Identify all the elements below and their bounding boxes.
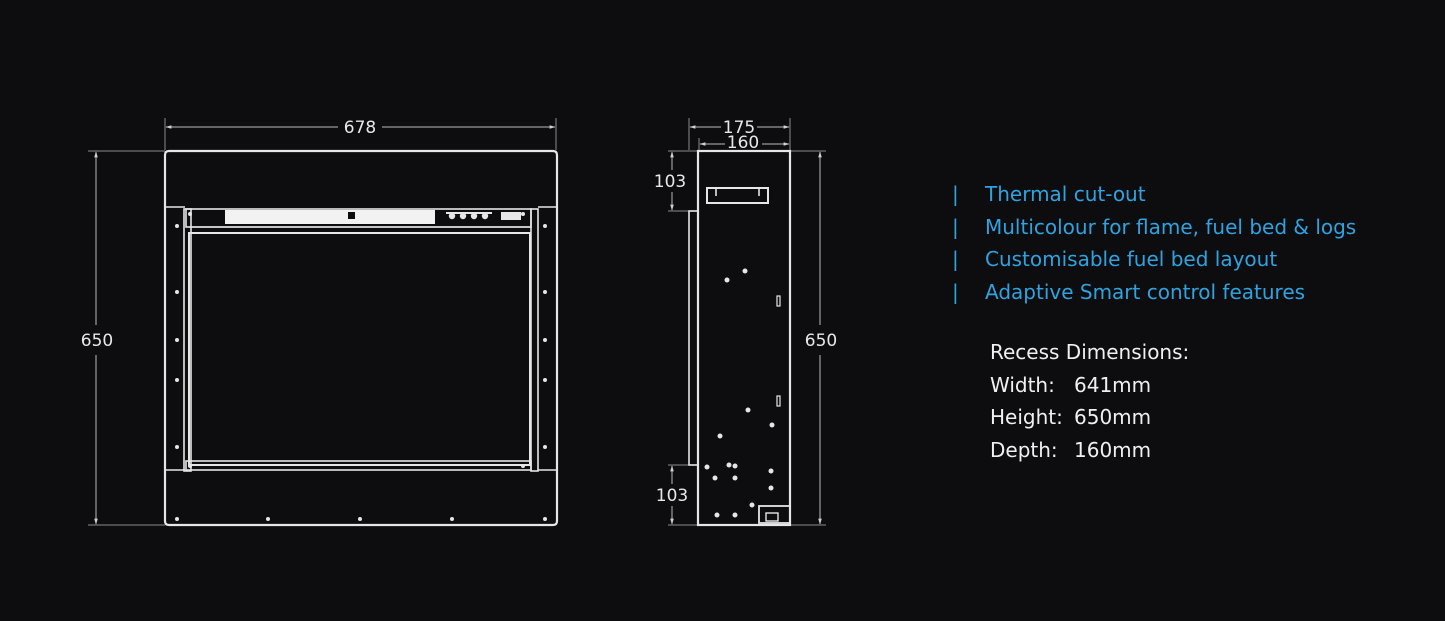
side-height-label: 650: [805, 331, 837, 351]
side-height-dimension: [790, 150, 826, 526]
side-top-offset-label: 103: [654, 172, 686, 192]
feature-bullet: |: [952, 280, 959, 305]
recess-heading: Recess Dimensions:: [990, 340, 1190, 364]
side-depth-dimensions: [688, 118, 791, 150]
side-front-flange: [688, 210, 699, 466]
front-outer-frame: [163, 149, 559, 527]
feature-text: Thermal cut-out: [985, 182, 1146, 206]
front-width-label: 678: [344, 118, 376, 138]
recess-value: 641mm: [1074, 372, 1152, 397]
recess-label: Width:: [990, 372, 1055, 397]
side-bottom-offset-label: 103: [656, 486, 688, 506]
feature-text: Multicolour for flame, fuel bed & logs: [985, 214, 1357, 239]
feature-bullet: |: [952, 247, 959, 272]
side-inner-depth-label: 160: [727, 133, 759, 153]
feature-bullet: |: [952, 214, 959, 239]
recess-row-width: Width: 641mm: [990, 371, 1189, 404]
recess-value: 650mm: [1074, 405, 1152, 430]
feature-text: Customisable fuel bed layout: [985, 247, 1278, 272]
side-body: [696, 149, 792, 527]
recess-label: Depth:: [990, 438, 1058, 463]
fixing-holes: [175, 212, 547, 521]
front-height-label: 650: [81, 331, 113, 351]
top-bracket: [706, 187, 769, 204]
front-height-dimension: [88, 150, 165, 526]
feature-item: | Thermal cut-out: [952, 180, 1356, 213]
side-bottom-offset-dimension: [668, 464, 698, 526]
recess-value: 160mm: [1074, 438, 1152, 463]
feature-text: Adaptive Smart control features: [985, 280, 1306, 305]
side-holes: [704, 268, 775, 518]
bottom-bracket: [758, 505, 791, 524]
recess-label: Height:: [990, 405, 1063, 430]
feature-item: | Multicolour for flame, fuel bed & logs: [952, 213, 1356, 246]
front-view: [88, 118, 559, 527]
control-knobs: [446, 212, 521, 220]
feature-bullet: |: [952, 182, 959, 206]
recess-dimensions: Recess Dimensions: Width: 641mm Height: …: [990, 338, 1189, 469]
front-width-dimension: [164, 118, 557, 150]
feature-item: | Customisable fuel bed layout: [952, 245, 1356, 278]
feature-list: | Thermal cut-out | Multicolour for flam…: [952, 180, 1356, 311]
feature-item: | Adaptive Smart control features: [952, 278, 1356, 311]
side-outer-depth-label: 175: [723, 118, 755, 138]
side-view: [668, 118, 826, 527]
recess-row-depth: Depth: 160mm: [990, 436, 1189, 469]
firebox-window: [188, 232, 531, 466]
side-top-offset-dimension: [668, 150, 698, 212]
recess-row-height: Height: 650mm: [990, 403, 1189, 436]
